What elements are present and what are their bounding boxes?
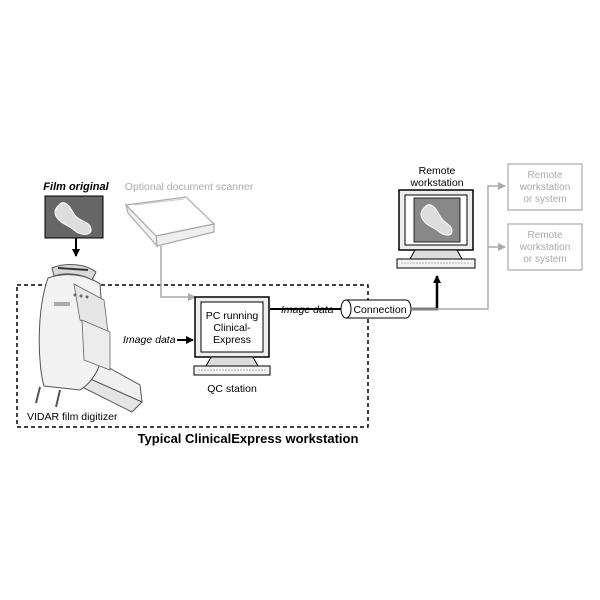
workstation-title: Typical ClinicalExpress workstation [138,431,359,446]
connection-label: Connection [353,304,406,316]
pc-running-line-2: Clinical- [213,322,251,334]
remote-workstation-label-1: Remote [419,165,456,177]
remote-system-1-line-1: Remote [527,170,562,181]
film-original-label: Film original [43,181,109,193]
remote-system-2-line-1: Remote [527,230,562,241]
digitizer-label: VIDAR film digitizer [27,411,118,423]
workstation-boundary [16,284,369,428]
document-scanner-icon [124,196,216,248]
remote-system-2-line-3: or system [523,254,566,265]
remote-workstation-label-2: workstation [409,177,463,189]
scanner-label: Optional document scanner [125,181,254,193]
connection-cylinder [340,299,412,319]
connection-to-remote-arrow [411,275,441,311]
vidar-digitizer-icon [35,264,143,413]
remote-monitor-icon [396,189,476,269]
pc-running-line-1: PC running [206,310,259,322]
remote-system-1-line-2: workstation [519,182,571,193]
film-original-image [44,195,104,239]
qc-station-label: QC station [207,383,257,395]
remote-system-1-line-3: or system [523,194,566,205]
qc-monitor-icon [193,296,271,376]
scanner-to-pc-line [160,246,196,301]
remote-system-2-line-2: workstation [519,242,571,253]
remote-system-box-2 [507,223,583,271]
pc-running-line-3: Express [213,334,251,346]
remote-system-box-1 [507,163,583,211]
image-data-label-1: Image data [123,334,176,346]
